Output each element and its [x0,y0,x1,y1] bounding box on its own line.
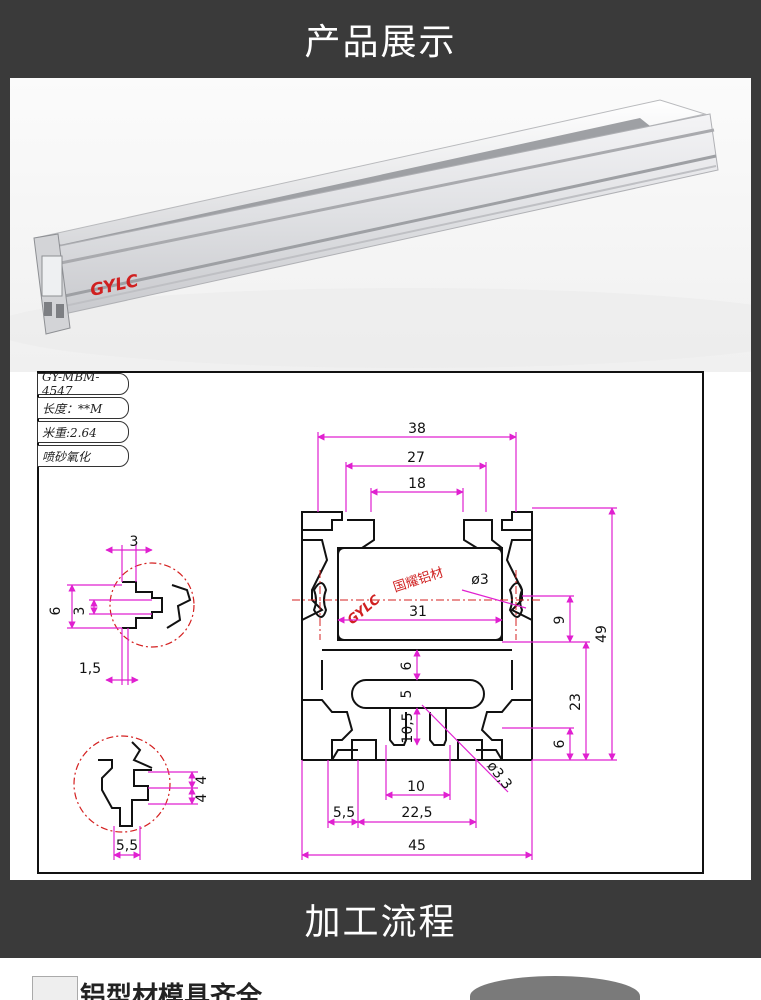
dim-38: 38 [408,421,426,437]
dim-5: 5 [399,690,415,699]
dim-23: 23 [568,693,584,711]
dim-6: 6 [399,661,415,670]
detail-dim-4a: 4 [194,775,210,784]
main-dimension-labels: 38 27 18 31 ø3 9 49 6 5 23 10,5 ø3,3 6 1… [333,421,610,854]
dim-phi3: ø3 [471,572,488,588]
spec-weight: 米重:2.64 [37,421,129,443]
process-heading: 铝型材模具齐全 [80,982,263,1000]
detail-dim-6: 6 [48,606,64,615]
detail-slot-bottom: 4 4 5,5 [73,735,210,860]
detail-dim-3-v: 3 [72,607,88,616]
detail-dim-5-5: 5,5 [116,838,138,854]
header-banner: 产品展示 [0,0,761,78]
dim-49: 49 [594,625,610,643]
aluminum-profile-render [10,99,751,368]
detail-dim-1-5: 1,5 [79,661,101,677]
spec-length: 长度：**M [37,397,129,419]
detail-slot-top: 3 6 3 1,5 [48,534,195,685]
drawing-svg: GYLC 国耀铝材 [48,421,617,860]
brand-name: 国耀铝材 [391,565,445,595]
dim-18: 18 [408,476,426,492]
left-frame [0,78,10,880]
process-thumbnail [32,976,78,1000]
process-section: 铝型材模具齐全 [0,958,761,1000]
page-title: 产品展示 [304,22,457,63]
drawing-logo-text: GYLC [345,592,384,628]
spec-model: GY-MBM-4547 [37,370,129,398]
detail-dim-4b: 4 [194,793,210,802]
drawing-logo: GYLC [345,592,384,628]
right-frame [751,78,761,880]
dim-5-5: 5,5 [333,805,355,821]
dim-9: 9 [552,616,568,625]
dim-phi3-3: ø3,3 [483,758,515,792]
dim-6-bottom: 6 [552,739,568,748]
technical-drawing: GYLC 国耀铝材 [37,371,704,874]
dim-22-5: 22,5 [401,805,432,821]
detail-dim-3: 3 [130,534,139,550]
dim-31: 31 [409,604,427,620]
spec-finish: 喷砂氧化 [37,445,129,467]
section-banner: 加工流程 [0,880,761,958]
dim-10: 10 [407,779,425,795]
dim-10-5: 10,5 [400,712,416,743]
dim-27: 27 [407,450,425,466]
mold-photo [470,976,640,1000]
product-image: GYLC [10,78,751,372]
section-title: 加工流程 [304,902,457,943]
dim-45: 45 [408,838,426,854]
